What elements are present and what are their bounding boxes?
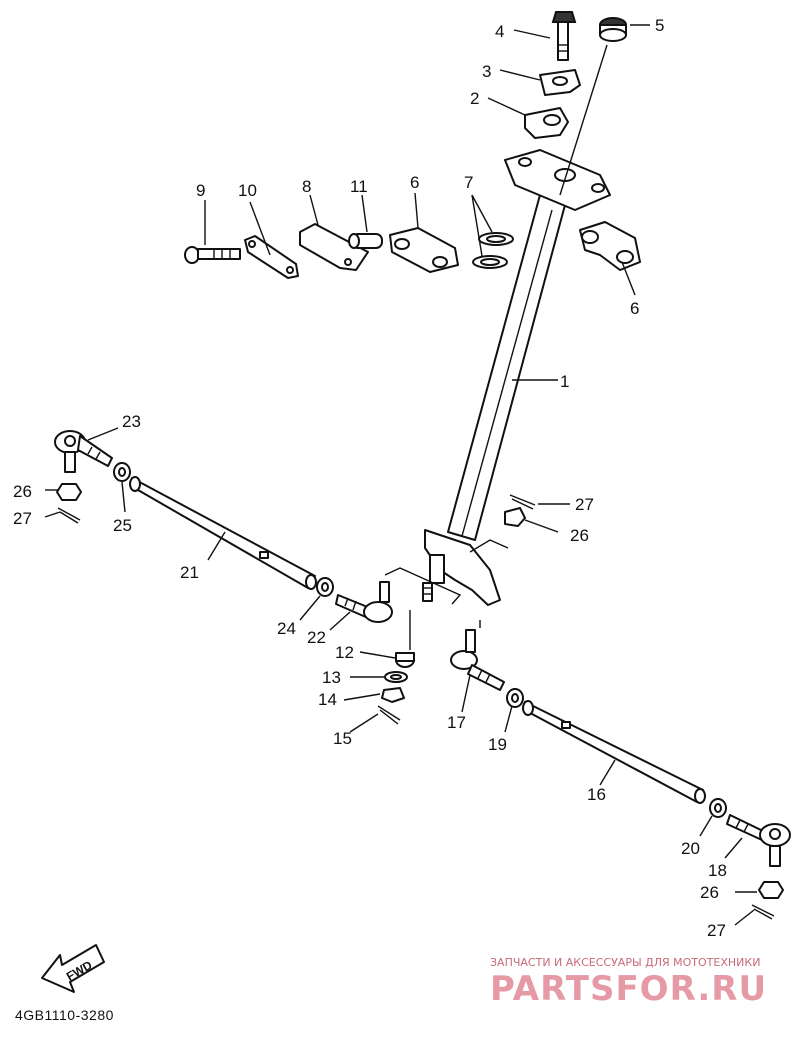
nut-14 <box>381 687 405 703</box>
nut-25 <box>113 462 131 482</box>
cotter-pin-27-right-bottom <box>751 904 775 920</box>
nut-26-center <box>504 507 526 527</box>
collar-11 <box>348 233 383 249</box>
callout-3: 3 <box>482 62 491 81</box>
callout-25: 25 <box>113 516 132 535</box>
callout-17: 17 <box>447 713 466 732</box>
callout-13: 13 <box>322 668 341 687</box>
callout-11: 11 <box>350 177 368 196</box>
callout-6-right: 6 <box>630 299 639 318</box>
watermark-tagline: ЗАПЧАСТИ И АКСЕССУАРЫ ДЛЯ МОТОТЕХНИКИ <box>490 956 760 969</box>
callouts: 1 2 3 4 5 6 6 7 8 9 10 11 12 13 14 15 16… <box>13 16 727 940</box>
callout-18: 18 <box>708 861 727 880</box>
nut-26-left <box>56 483 82 501</box>
callout-27-left: 27 <box>13 509 32 528</box>
plate-10 <box>244 235 299 279</box>
leader-lines <box>44 24 757 926</box>
cotter-pin-15 <box>377 705 401 725</box>
tie-rod-21 <box>129 476 317 590</box>
assembly-guides <box>384 44 608 650</box>
callout-26-center: 26 <box>570 526 589 545</box>
tie-rod-end-17 <box>450 629 505 691</box>
watermark-logo: PARTSFOR.RU <box>490 969 767 1009</box>
bolt-9 <box>184 246 241 264</box>
bushing-3 <box>539 69 581 96</box>
cotter-pin-27-left <box>57 507 81 524</box>
callout-26-right: 26 <box>700 883 719 902</box>
callout-14: 14 <box>318 690 337 709</box>
callout-24: 24 <box>277 619 296 638</box>
callout-2: 2 <box>470 89 479 108</box>
callout-26-left: 26 <box>13 482 32 501</box>
watermark: ЗАПЧАСТИ И АКСЕССУАРЫ ДЛЯ МОТОТЕХНИКИ PA… <box>490 956 767 1009</box>
callout-27-center: 27 <box>575 495 594 514</box>
clamp-6-left <box>389 227 459 273</box>
bushings-7 <box>472 232 514 269</box>
washer-12 <box>395 652 415 668</box>
callout-5: 5 <box>655 16 664 35</box>
nut-24 <box>316 577 334 597</box>
callout-12: 12 <box>335 643 354 662</box>
callout-16: 16 <box>587 785 606 804</box>
nut-26-right-bottom <box>758 881 784 899</box>
cap-5 <box>599 17 627 42</box>
callout-20: 20 <box>681 839 700 858</box>
callout-9: 9 <box>196 181 205 200</box>
washer-13 <box>384 671 408 683</box>
tie-rod-end-22 <box>335 581 393 623</box>
callout-1: 1 <box>560 372 569 391</box>
bolt-4 <box>551 11 577 61</box>
drawing-code: 4GB1110-3280 <box>15 1007 114 1023</box>
nut-19 <box>506 688 524 708</box>
callout-22: 22 <box>307 628 326 647</box>
callout-6-top: 6 <box>410 173 419 192</box>
bracket-8 <box>299 223 369 271</box>
clamp-6-right <box>579 221 641 271</box>
callout-27-right: 27 <box>707 921 726 940</box>
bushing-2 <box>524 107 569 139</box>
nut-20 <box>709 798 727 818</box>
upper-bracket <box>504 149 611 211</box>
callout-21: 21 <box>180 563 199 582</box>
tie-rod-end-18 <box>726 814 791 867</box>
callout-8: 8 <box>302 177 311 196</box>
callout-7: 7 <box>464 173 473 192</box>
callout-19: 19 <box>488 735 507 754</box>
cotter-pin-27-center <box>509 494 536 510</box>
callout-23: 23 <box>122 412 141 431</box>
fwd-arrow: FWD <box>41 944 105 993</box>
callout-15: 15 <box>333 729 352 748</box>
tie-rod-16 <box>522 700 706 804</box>
tie-rod-end-23 <box>54 430 113 473</box>
callout-10: 10 <box>238 181 257 200</box>
callout-4: 4 <box>495 22 504 41</box>
